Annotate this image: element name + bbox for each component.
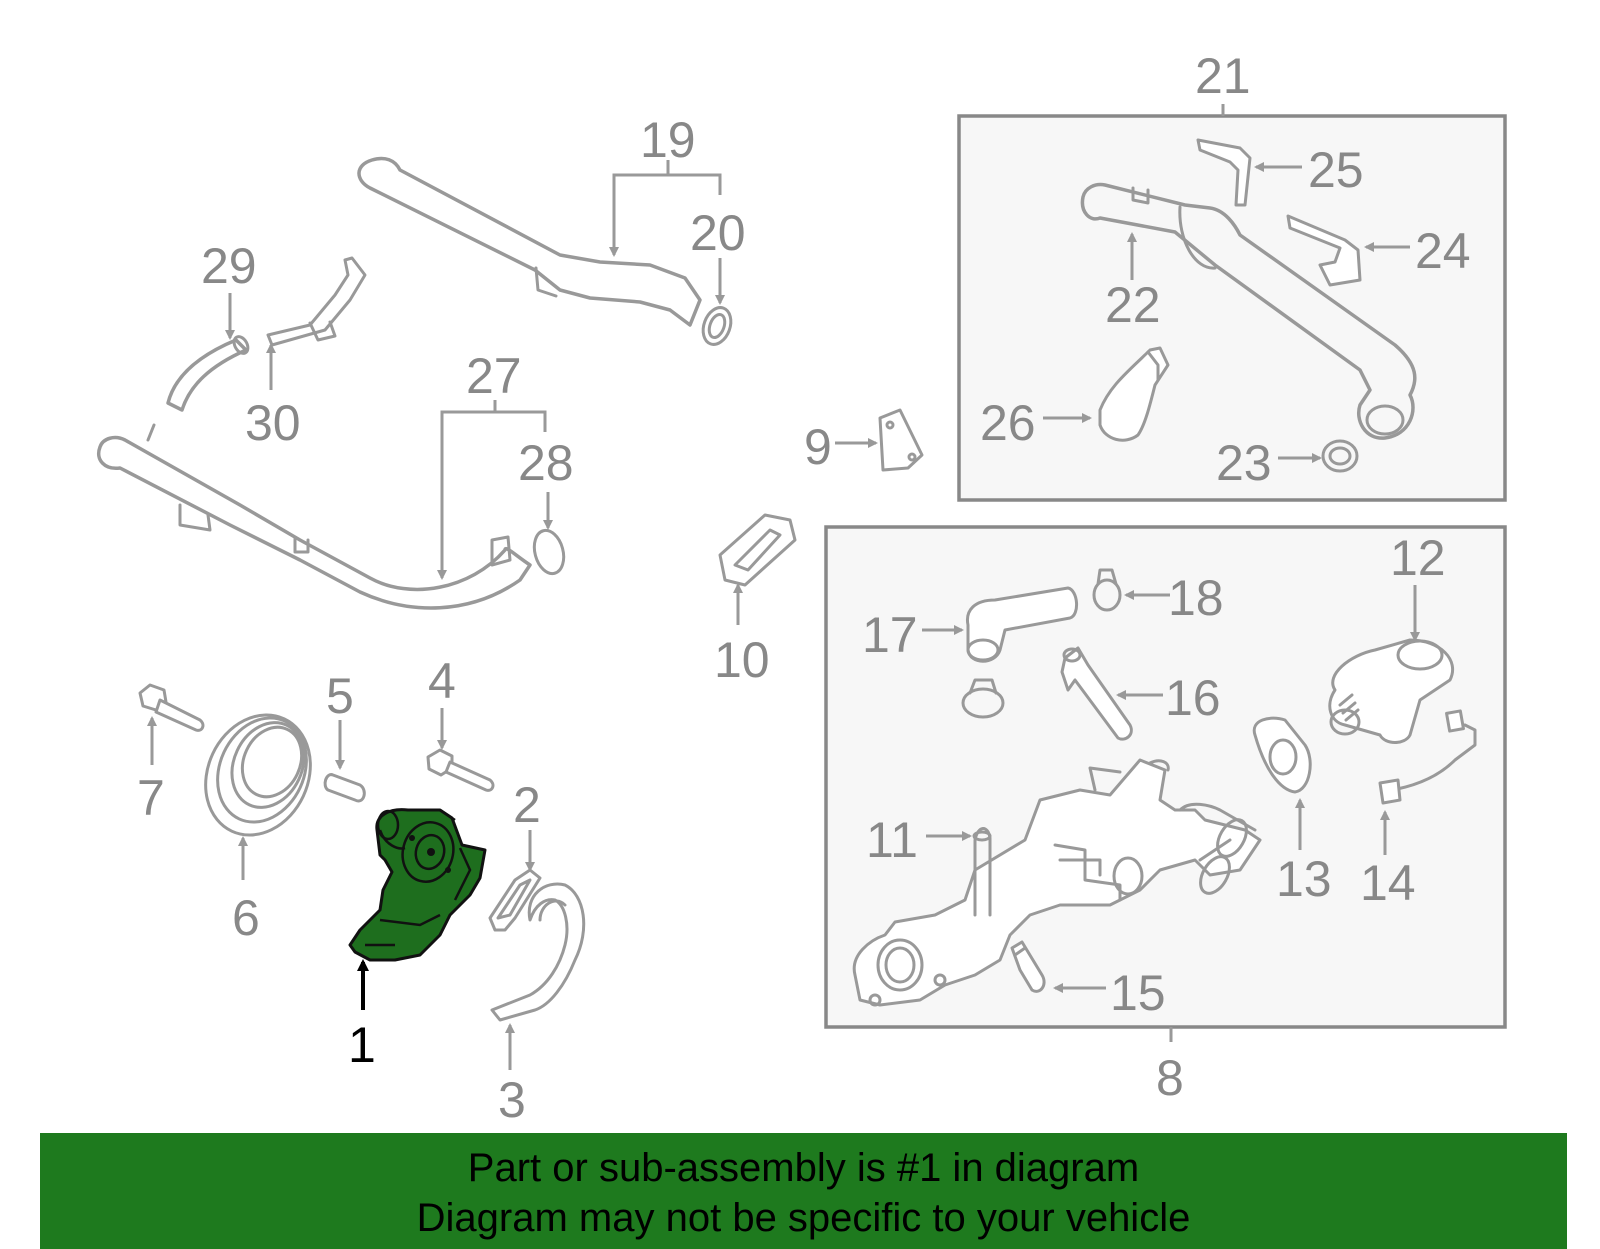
- pulley-6[interactable]: [186, 698, 329, 853]
- hose-29[interactable]: [166, 334, 251, 412]
- gasket-3[interactable]: [490, 882, 586, 1022]
- label-22[interactable]: 22: [1105, 277, 1161, 333]
- label-7[interactable]: 7: [137, 770, 165, 826]
- label-9[interactable]: 9: [804, 419, 832, 475]
- label-18[interactable]: 18: [1168, 570, 1224, 626]
- gasket-10[interactable]: [718, 513, 797, 587]
- label-11[interactable]: 11: [866, 812, 918, 868]
- tube-30[interactable]: [266, 256, 367, 347]
- label-12[interactable]: 12: [1390, 530, 1446, 586]
- label-17[interactable]: 17: [862, 607, 918, 663]
- water-outlet-11[interactable]: [852, 758, 1262, 1007]
- label-13[interactable]: 13: [1276, 851, 1332, 907]
- info-banner: Part or sub-assembly is #1 in diagram Di…: [40, 1133, 1567, 1249]
- label-2[interactable]: 2: [513, 777, 541, 833]
- pipe-27[interactable]: [97, 423, 532, 610]
- gasket-9[interactable]: [878, 408, 924, 472]
- label-20[interactable]: 20: [690, 205, 746, 261]
- label-29[interactable]: 29: [201, 238, 257, 294]
- water-pump-1[interactable]: [348, 808, 487, 962]
- o-ring-20-inner: [707, 312, 727, 340]
- label-27[interactable]: 27: [466, 348, 522, 404]
- banner-line-1: Part or sub-assembly is #1 in diagram: [467, 1146, 1140, 1190]
- label-23[interactable]: 23: [1216, 435, 1272, 491]
- o-ring-28[interactable]: [530, 527, 568, 577]
- banner-line-2: Diagram may not be specific to your vehi…: [416, 1196, 1191, 1240]
- label-14[interactable]: 14: [1360, 855, 1416, 911]
- label-10[interactable]: 10: [714, 632, 770, 688]
- clamp-18[interactable]: [1092, 568, 1122, 612]
- o-ring-23[interactable]: [1321, 439, 1359, 473]
- label-16[interactable]: 16: [1165, 670, 1221, 726]
- bracket-25[interactable]: [1196, 138, 1252, 207]
- label-15[interactable]: 15: [1110, 965, 1166, 1021]
- label-6[interactable]: 6: [232, 890, 260, 946]
- label-4[interactable]: 4: [428, 653, 456, 709]
- label-8[interactable]: 8: [1156, 1050, 1184, 1106]
- label-3[interactable]: 3: [498, 1072, 526, 1128]
- o-ring-20[interactable]: [698, 304, 735, 349]
- label-21[interactable]: 21: [1195, 48, 1251, 104]
- pipe-19[interactable]: [357, 156, 702, 327]
- hose-26[interactable]: [1098, 346, 1170, 442]
- dowel-5[interactable]: [323, 773, 366, 803]
- label-25[interactable]: 25: [1308, 142, 1364, 198]
- sensor-14[interactable]: [1378, 709, 1477, 805]
- sensor-15[interactable]: [1010, 940, 1046, 993]
- subassembly-box-21: [957, 114, 1507, 502]
- label-28[interactable]: 28: [518, 435, 574, 491]
- fitting-16[interactable]: [1060, 646, 1133, 741]
- pipe-22[interactable]: [1080, 182, 1417, 440]
- gasket-13[interactable]: [1252, 716, 1312, 794]
- thermostat-12[interactable]: [1328, 638, 1454, 744]
- label-30[interactable]: 30: [245, 395, 301, 451]
- bracket-19: [609, 160, 722, 257]
- label-5[interactable]: 5: [326, 668, 354, 724]
- bracket-27: [437, 400, 547, 580]
- gasket-2[interactable]: [488, 868, 542, 932]
- label-19[interactable]: 19: [640, 112, 696, 168]
- hose-17[interactable]: [965, 586, 1078, 663]
- bolt-7[interactable]: [138, 683, 205, 732]
- bracket-24[interactable]: [1286, 214, 1362, 287]
- label-26[interactable]: 26: [980, 395, 1036, 451]
- clamp-17: [961, 678, 1005, 719]
- label-1[interactable]: 1: [348, 1017, 376, 1073]
- label-24[interactable]: 24: [1415, 223, 1471, 279]
- bolt-4[interactable]: [426, 748, 495, 792]
